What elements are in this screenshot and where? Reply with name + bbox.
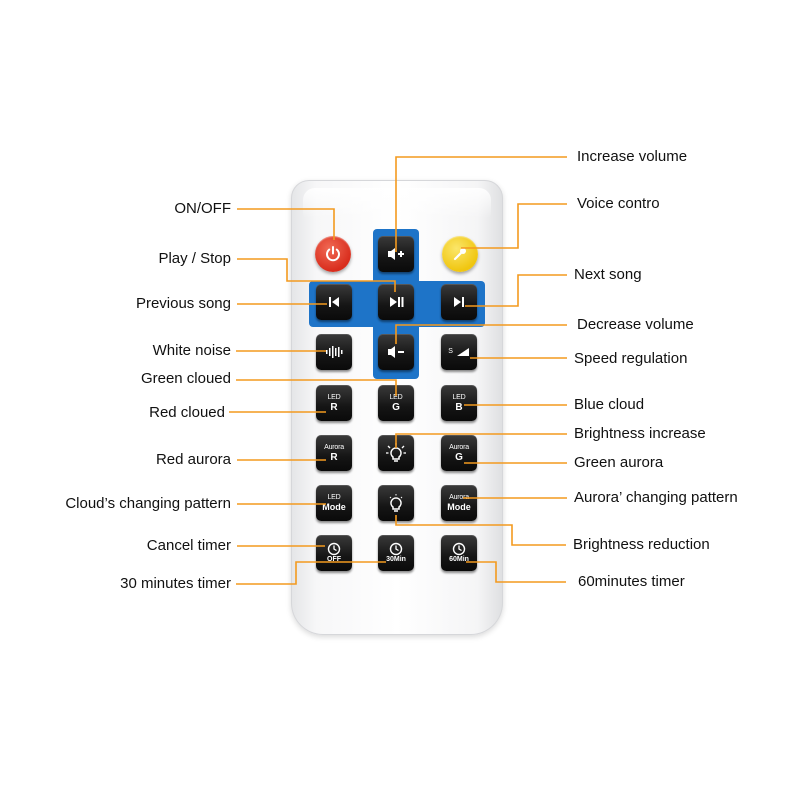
label-green-cloued: Green cloued — [141, 370, 231, 388]
led-green-key-top: LED — [389, 394, 402, 402]
volume-up-button[interactable] — [378, 236, 414, 272]
led-green-button[interactable]: LED G — [378, 385, 414, 421]
remote-top-highlight — [303, 188, 491, 218]
play-pause-icon — [387, 295, 405, 309]
led-red-key-main: R — [330, 402, 337, 413]
clock-icon — [389, 542, 403, 556]
label-previous-song: Previous song — [136, 295, 231, 313]
speed-key-letter: S — [448, 348, 452, 356]
aurora-red-key-main: R — [330, 452, 337, 463]
aurora-green-key-main: G — [455, 452, 463, 463]
label-on-off: ON/OFF — [174, 200, 231, 218]
clock-icon — [327, 542, 341, 556]
led-green-key-main: G — [392, 402, 400, 413]
bulb-bright-icon — [385, 442, 407, 464]
label-next-song: Next song — [574, 266, 642, 284]
sound-wave-icon — [324, 345, 344, 359]
volume-down-icon — [386, 344, 406, 360]
label-decrease-volume: Decrease volume — [577, 316, 694, 334]
bulb-dim-icon — [385, 492, 407, 514]
timer-60-button[interactable]: 60Min — [441, 535, 477, 571]
previous-track-icon — [326, 295, 342, 309]
speed-regulation-button[interactable]: S — [441, 334, 477, 370]
label-white-noise: White noise — [153, 342, 231, 360]
timer-off-text: OFF — [327, 556, 341, 564]
label-30-minutes-timer: 30 minutes timer — [120, 575, 231, 593]
aurora-green-button[interactable]: Aurora G — [441, 435, 477, 471]
voice-button[interactable] — [442, 236, 478, 272]
led-blue-button[interactable]: LED B — [441, 385, 477, 421]
timer-30-text: 30Min — [386, 556, 406, 564]
label-increase-volume: Increase volume — [577, 148, 687, 166]
label-aurora-changing-pattern: Aurora’ changing pattern — [574, 489, 738, 507]
label-cancel-timer: Cancel timer — [147, 537, 231, 555]
aurora-green-key-top: Aurora — [449, 444, 469, 452]
aurora-mode-key-top: Aurora — [449, 494, 469, 502]
label-red-cloued: Red cloued — [149, 404, 225, 422]
led-red-button[interactable]: LED R — [316, 385, 352, 421]
power-icon — [324, 245, 342, 263]
label-clouds-changing-pattern: Cloud’s changing pattern — [65, 495, 231, 513]
label-brightness-reduction: Brightness reduction — [573, 536, 710, 554]
led-mode-key-top: LED — [327, 494, 340, 502]
label-speed-regulation: Speed regulation — [574, 350, 687, 368]
label-blue-cloud: Blue cloud — [574, 396, 644, 414]
label-play-stop: Play / Stop — [158, 250, 231, 268]
brightness-increase-button[interactable] — [378, 435, 414, 471]
led-mode-key-main: Mode — [322, 502, 346, 513]
cancel-timer-button[interactable]: OFF — [316, 535, 352, 571]
next-song-button[interactable] — [441, 284, 477, 320]
previous-song-button[interactable] — [316, 284, 352, 320]
volume-down-button[interactable] — [378, 334, 414, 370]
aurora-mode-key-main: Mode — [447, 502, 471, 513]
led-blue-key-main: B — [455, 402, 462, 413]
aurora-red-key-top: Aurora — [324, 444, 344, 452]
aurora-mode-button[interactable]: Aurora Mode — [441, 485, 477, 521]
speed-ramp-icon — [456, 347, 470, 357]
label-green-aurora: Green aurora — [574, 454, 663, 472]
timer-30-button[interactable]: 30Min — [378, 535, 414, 571]
aurora-red-button[interactable]: Aurora R — [316, 435, 352, 471]
label-60minutes-timer: 60minutes timer — [578, 573, 685, 591]
play-stop-button[interactable] — [378, 284, 414, 320]
timer-60-text: 60Min — [449, 556, 469, 564]
microphone-icon — [451, 245, 469, 263]
label-red-aurora: Red aurora — [156, 451, 231, 469]
clock-icon — [452, 542, 466, 556]
power-button[interactable] — [315, 236, 351, 272]
brightness-reduction-button[interactable] — [378, 485, 414, 521]
next-track-icon — [451, 295, 467, 309]
led-red-key-top: LED — [327, 394, 340, 402]
led-blue-key-top: LED — [452, 394, 465, 402]
white-noise-button[interactable] — [316, 334, 352, 370]
label-voice-contro: Voice contro — [577, 195, 660, 213]
led-mode-button[interactable]: LED Mode — [316, 485, 352, 521]
volume-up-icon — [386, 246, 406, 262]
label-brightness-increase: Brightness increase — [574, 425, 706, 443]
